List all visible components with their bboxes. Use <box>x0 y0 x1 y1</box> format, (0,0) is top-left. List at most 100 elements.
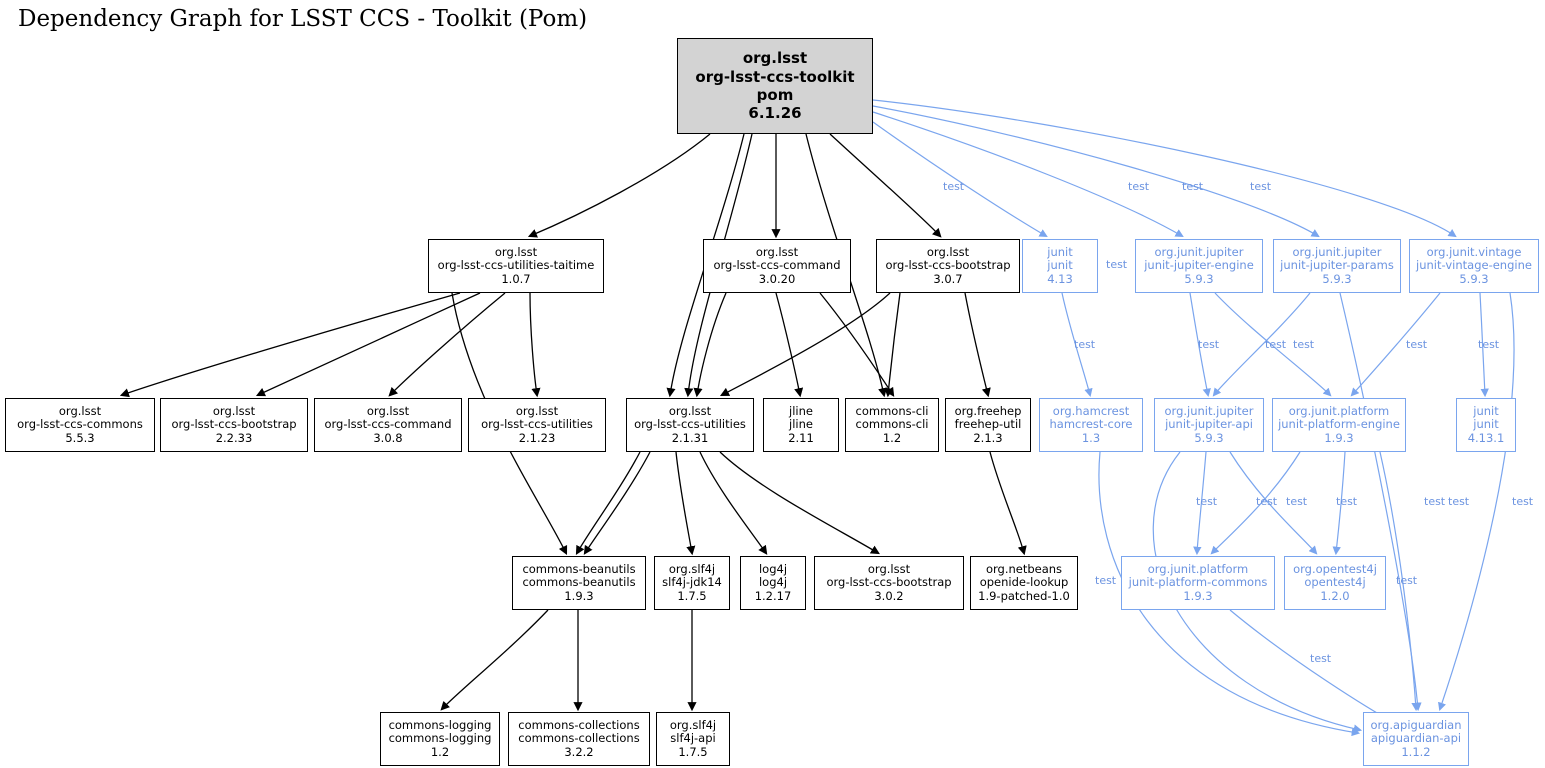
node-line-2: 3.2.2 <box>564 744 594 759</box>
node-line-2: 1.2.17 <box>754 588 792 603</box>
edge-label-test-15: test <box>1424 495 1446 508</box>
node-line-1: commons-logging <box>388 731 492 746</box>
edge-bootstrap-307-to-commons-cli <box>884 292 901 398</box>
node-line-2: 1.9.3 <box>564 588 594 603</box>
node-line-1: commons-beanutils <box>522 575 636 590</box>
node-line-3: 6.1.26 <box>748 104 802 123</box>
node-line-1: org-lsst-ccs-command <box>713 258 841 273</box>
node-line-1: junit-jupiter-api <box>1165 417 1253 432</box>
node-line-2: 5.9.3 <box>1459 271 1489 286</box>
node-line-2: 1.0.7 <box>501 271 531 286</box>
node-line-0: jline <box>789 404 813 419</box>
edge-root-to-jupiter-engine <box>872 111 1184 238</box>
node-line-2: 2.1.3 <box>973 430 1003 445</box>
node-line-0: org.opentest4j <box>1293 562 1377 577</box>
node-line-0: org.lsst <box>742 49 808 68</box>
node-line-1: org-lsst-ccs-bootstrap <box>885 258 1011 273</box>
node-line-1: org-lsst-ccs-bootstrap <box>826 575 952 590</box>
edge-label-test-0: test <box>943 180 965 193</box>
edge-junit-413-to-hamcrest-core <box>1061 292 1093 398</box>
node-line-2: 4.13.1 <box>1467 430 1505 445</box>
edge-command-3020-to-jline <box>775 292 804 398</box>
node-line-0: org.lsst <box>867 562 911 577</box>
edge-jupiter-engine-to-platform-engine <box>1214 292 1332 397</box>
node-line-0: org.junit.jupiter <box>1154 245 1244 260</box>
node-line-2: 3.0.20 <box>758 271 796 286</box>
node-line-1: org-lsst-ccs-toolkit <box>695 67 855 86</box>
node-line-2: 5.9.3 <box>1194 430 1224 445</box>
page-title: Dependency Graph for LSST CCS - Toolkit … <box>18 6 588 32</box>
node-line-2: 1.3 <box>1081 430 1101 445</box>
node-line-0: junit <box>1047 245 1073 260</box>
node-line-0: commons-cli <box>855 404 929 419</box>
node-line-0: org.junit.platform <box>1147 562 1249 577</box>
edge-platform-engine-to-platform-commons <box>1210 451 1301 555</box>
node-line-1: hamcrest-core <box>1049 417 1133 432</box>
node-line-1: junit-platform-engine <box>1278 417 1400 432</box>
edge-freehep-util-to-openide-lookup <box>989 451 1027 556</box>
node-line-1: junit <box>1473 417 1499 432</box>
edge-utilities-taitime-to-commons-553 <box>119 292 461 398</box>
node-line-0: commons-collections <box>518 718 640 733</box>
node-line-0: org.junit.vintage <box>1426 245 1522 260</box>
edge-platform-engine-to-opentest4j <box>1332 451 1346 556</box>
edge-vintage-engine-to-apiguardian-api <box>1438 292 1515 711</box>
node-line-2: 2.1.23 <box>518 430 556 445</box>
node-line-0: org.lsst <box>926 245 970 260</box>
node-line-0: org.lsst <box>515 404 559 419</box>
node-line-1: org-lsst-ccs-bootstrap <box>171 417 297 432</box>
node-line-2: 1.2 <box>882 430 902 445</box>
edge-hamcrest-core-to-apiguardian-api-x <box>1098 451 1361 737</box>
node-line-2: 1.1.2 <box>1401 744 1431 759</box>
node-line-2: 2.1.31 <box>671 430 709 445</box>
edge-jupiter-params-to-jupiter-api <box>1212 292 1311 397</box>
edge-utilities-2131-to-commons-beanutils <box>583 451 651 555</box>
node-line-0: org.junit.jupiter <box>1292 245 1382 260</box>
edge-label-test-17: test <box>1512 495 1534 508</box>
edge-label-test-10: test <box>1478 338 1500 351</box>
node-line-1: opentest4j <box>1304 575 1366 590</box>
node-line-1: org-lsst-ccs-commons <box>17 417 143 432</box>
edge-utilities-taitime-to-utilities-2123 <box>529 292 541 398</box>
node-line-1: commons-collections <box>518 731 640 746</box>
node-line-2: 4.13 <box>1047 271 1073 286</box>
edge-label-test-9: test <box>1406 338 1428 351</box>
edge-platform-engine-to-apiguardian-api <box>1379 451 1420 712</box>
edge-label-test-18: test <box>1095 574 1117 587</box>
edge-command-3020-to-utilities-2131 <box>693 292 727 398</box>
edge-root-to-utilities-taitime <box>527 133 711 238</box>
node-line-2: 1.7.5 <box>677 588 707 603</box>
